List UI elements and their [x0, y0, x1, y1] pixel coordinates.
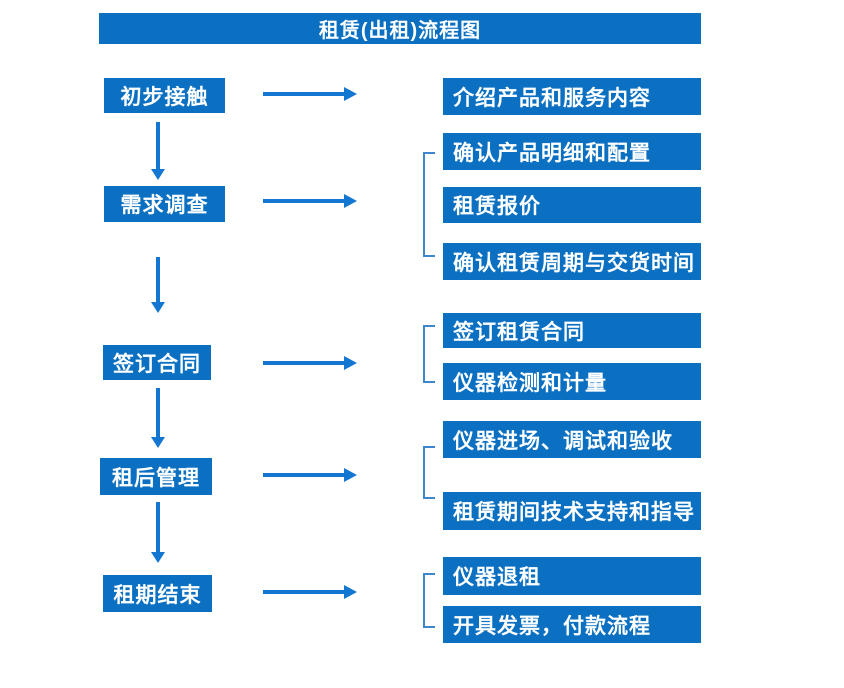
right-arrow-shaft	[263, 361, 344, 365]
down-arrow-shaft	[156, 502, 160, 552]
stage-box-demand-survey: 需求调查	[104, 186, 225, 222]
group-bracket	[423, 446, 435, 499]
down-arrow-icon	[151, 502, 165, 563]
down-arrow-head	[151, 169, 165, 180]
right-arrow-icon	[263, 194, 357, 208]
down-arrow-head	[151, 552, 165, 563]
down-arrow-icon	[151, 122, 165, 180]
detail-box-confirm-product-details: 确认产品明细和配置	[443, 133, 701, 170]
down-arrow-shaft	[156, 388, 160, 437]
flowchart-title-bar: 租赁(出租)流程图	[99, 13, 701, 44]
right-arrow-head	[344, 356, 357, 370]
right-arrow-head	[344, 468, 357, 482]
right-arrow-head	[344, 194, 357, 208]
stage-box-post-rental-management: 租后管理	[100, 458, 212, 495]
right-arrow-shaft	[263, 92, 344, 96]
detail-box-sign-rental-contract: 签订租赁合同	[443, 313, 701, 348]
right-arrow-shaft	[263, 473, 344, 477]
detail-box-instrument-arrival-debug-acceptance: 仪器进场、调试和验收	[443, 421, 701, 458]
right-arrow-shaft	[263, 199, 344, 203]
stage-box-sign-contract: 签订合同	[103, 345, 211, 380]
down-arrow-head	[151, 302, 165, 313]
down-arrow-shaft	[156, 257, 160, 302]
detail-box-invoice-payment-process: 开具发票，付款流程	[443, 606, 701, 643]
down-arrow-shaft	[156, 122, 160, 169]
flowchart-title: 租赁(出租)流程图	[318, 20, 482, 42]
group-bracket	[423, 152, 435, 257]
down-arrow-icon	[151, 388, 165, 448]
group-bracket	[423, 325, 435, 383]
detail-box-introduce-products-services: 介绍产品和服务内容	[443, 78, 701, 115]
stage-box-rental-end: 租期结束	[103, 575, 212, 612]
detail-box-technical-support-during-rental: 租赁期间技术支持和指导	[443, 492, 701, 530]
detail-box-instrument-return: 仪器退租	[443, 557, 701, 595]
right-arrow-shaft	[263, 590, 344, 594]
detail-box-confirm-rental-period-delivery: 确认租赁周期与交货时间	[443, 243, 701, 280]
right-arrow-icon	[263, 356, 357, 370]
detail-box-rental-quote: 租赁报价	[443, 187, 701, 223]
detail-box-instrument-inspection-calibration: 仪器检测和计量	[443, 363, 701, 400]
right-arrow-icon	[263, 585, 357, 599]
group-bracket	[423, 573, 435, 628]
right-arrow-icon	[263, 87, 357, 101]
down-arrow-icon	[151, 257, 165, 313]
down-arrow-head	[151, 437, 165, 448]
right-arrow-head	[344, 585, 357, 599]
right-arrow-head	[344, 87, 357, 101]
right-arrow-icon	[263, 468, 357, 482]
stage-box-initial-contact: 初步接触	[104, 78, 225, 113]
